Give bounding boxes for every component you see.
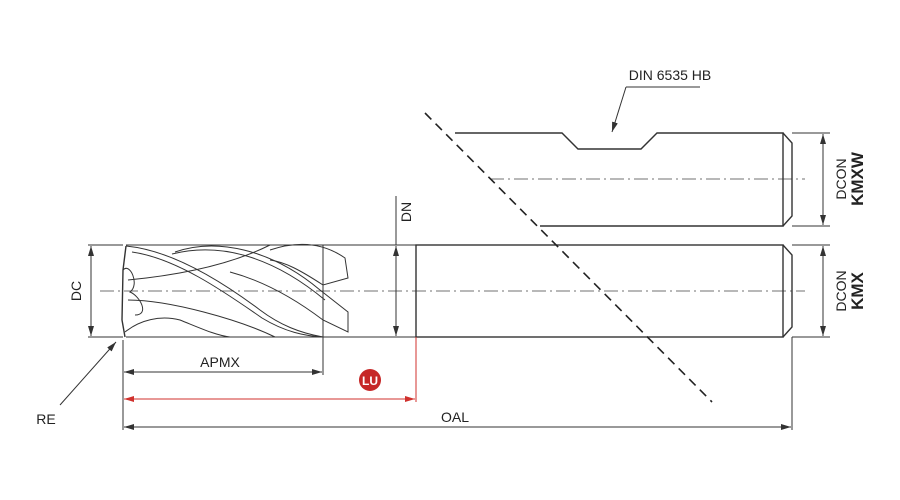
lu-badge xyxy=(359,369,381,391)
din-leader xyxy=(611,86,627,133)
din-label: DIN 6535 HB xyxy=(629,67,711,83)
kmxw-label: KMXW xyxy=(848,151,867,206)
shank-hb-detail xyxy=(455,132,793,227)
apmx-label: APMX xyxy=(200,354,240,370)
dcon-bottom-label: DCON xyxy=(833,270,849,311)
oal-label: OAL xyxy=(441,409,469,425)
dn-label: DN xyxy=(398,202,414,222)
shank xyxy=(415,244,793,338)
dcon-top-label: DCON xyxy=(833,158,849,199)
lu-label: LU xyxy=(362,374,378,388)
break-line xyxy=(424,112,713,403)
kmx-label: KMX xyxy=(848,271,867,309)
re-label: RE xyxy=(36,411,55,427)
flute-section xyxy=(121,243,416,338)
dc-label: DC xyxy=(68,281,84,301)
re-leader xyxy=(59,341,117,406)
